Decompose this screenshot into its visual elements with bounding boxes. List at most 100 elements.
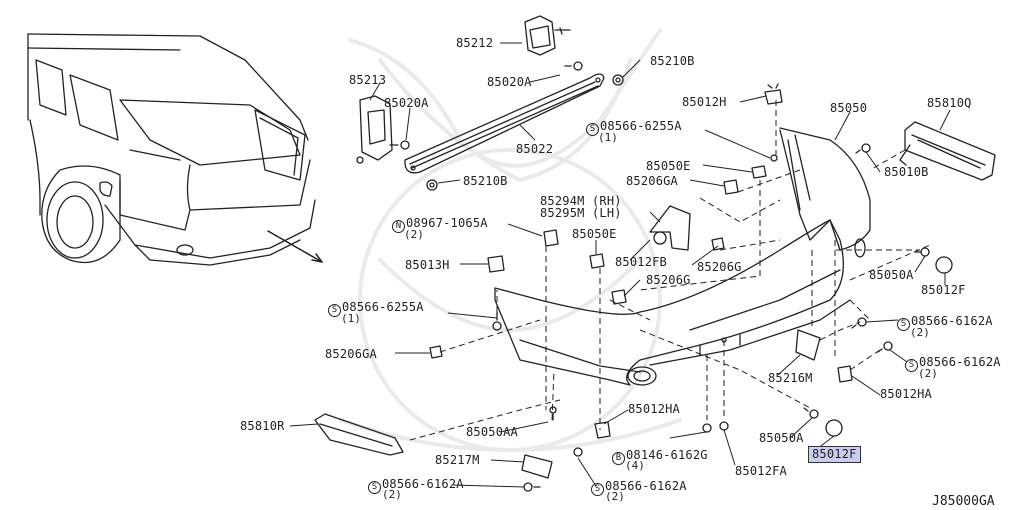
screw-symbol: S (591, 483, 604, 496)
vehicle-rear-illustration (27, 33, 316, 266)
quantity-label: (2) (605, 490, 625, 503)
clip-icon (711, 237, 725, 251)
bolt-icon (851, 317, 867, 329)
part-label[interactable]: 85050E (572, 227, 617, 241)
part-label[interactable]: 85012F (921, 283, 966, 297)
part-number: 08566-6162A (605, 479, 687, 493)
quantity-label: (1) (598, 131, 618, 144)
reinforcement-beam (404, 73, 605, 174)
bracket-85213 (356, 95, 393, 164)
bracket-icon (649, 205, 691, 251)
part-label[interactable]: 85012FB (615, 255, 667, 269)
part-number: 08967-1065A (406, 216, 488, 230)
clip-icon (795, 329, 821, 361)
watermark-logo (338, 28, 682, 452)
clip-icon (723, 179, 739, 195)
bolt-icon (719, 421, 729, 431)
bolt-icon (389, 140, 410, 150)
part-label[interactable]: 85217M (435, 453, 480, 467)
part-number: 08566-6162A (382, 477, 464, 491)
bolt-icon (492, 311, 502, 331)
clip-icon (594, 421, 611, 439)
part-label[interactable]: 85810R (240, 419, 285, 433)
part-number: 08566-6255A (600, 119, 682, 133)
quantity-label: (4) (625, 459, 645, 472)
part-label[interactable]: 85012HA (880, 387, 932, 401)
part-label[interactable]: 85012FA (735, 464, 787, 478)
part-number: 08146-6162G (626, 448, 708, 462)
part-label[interactable]: 85022 (516, 142, 554, 156)
part-label[interactable]: 85050E (646, 159, 691, 173)
part-label[interactable]: 85206GA (626, 174, 678, 188)
bolt-icon (914, 247, 930, 257)
part-label[interactable]: 85050A (759, 431, 804, 445)
clip-icon (589, 253, 605, 269)
part-label[interactable]: 85010B (884, 165, 929, 179)
clip-icon (429, 345, 443, 359)
leader-lines (289, 42, 951, 488)
clip-icon (764, 83, 783, 105)
part-label[interactable]: 85210B (650, 54, 695, 68)
part-label[interactable]: 85210B (463, 174, 508, 188)
quantity-label: (2) (404, 228, 424, 241)
nut-symbol: N (392, 220, 405, 233)
screw-symbol: S (897, 318, 910, 331)
part-number: 08566-6162A (919, 355, 1001, 369)
clip-icon (837, 365, 853, 383)
bolt-icon (573, 447, 583, 457)
part-number: 08566-6162A (911, 314, 993, 328)
part-label[interactable]: 85020A (384, 96, 429, 110)
side-retainer-85810Q (899, 121, 996, 181)
part-label[interactable]: 85216M (768, 371, 813, 385)
screw-symbol: S (905, 359, 918, 372)
clip-icon (611, 289, 627, 305)
arrow-icon (311, 253, 323, 263)
part-label[interactable]: 85020A (487, 75, 532, 89)
highlighted-part-label[interactable]: 85012F (808, 446, 861, 463)
quantity-label: (2) (910, 326, 930, 339)
screw-symbol: S (328, 304, 341, 317)
bolt-icon (770, 154, 778, 162)
part-label[interactable]: 85050 (830, 101, 868, 115)
part-label[interactable]: 85013H (405, 258, 450, 272)
part-label[interactable]: 85050A (869, 268, 914, 282)
part-label[interactable]: 85206GA (325, 347, 377, 361)
part-label[interactable]: 85206G (697, 260, 742, 274)
part-label[interactable]: 85294M (RH) (540, 194, 622, 208)
assembly-guide-lines (409, 100, 931, 441)
bolt-icon (564, 61, 583, 71)
part-label[interactable]: 85012H (682, 95, 727, 109)
bolt-icon (855, 143, 871, 154)
bolt-icon (426, 179, 438, 191)
bolt-icon (523, 482, 541, 492)
part-label[interactable]: 85050AA (466, 425, 518, 439)
clip-icon (487, 255, 505, 273)
part-label[interactable]: 85213 (349, 73, 387, 87)
part-label[interactable]: 85212 (456, 36, 494, 50)
screw-symbol: S (586, 123, 599, 136)
part-label[interactable]: 85295M (LH) (540, 206, 622, 220)
part-label[interactable]: 85012HA (628, 402, 680, 416)
part-number: 08566-6255A (342, 300, 424, 314)
side-retainer-85810R (314, 413, 404, 456)
bolt-icon (549, 406, 557, 421)
bolt-icon (803, 407, 819, 419)
part-label[interactable]: 85206G (646, 273, 691, 287)
bolt-icon (702, 423, 712, 433)
diagram-code: J85000GA (932, 494, 995, 509)
clip-icon (521, 454, 553, 479)
nut-icon (612, 74, 624, 86)
clip-icon (543, 229, 559, 247)
part-label[interactable]: 85810Q (927, 96, 972, 110)
quantity-label: (2) (918, 367, 938, 380)
quantity-label: (1) (341, 312, 361, 325)
